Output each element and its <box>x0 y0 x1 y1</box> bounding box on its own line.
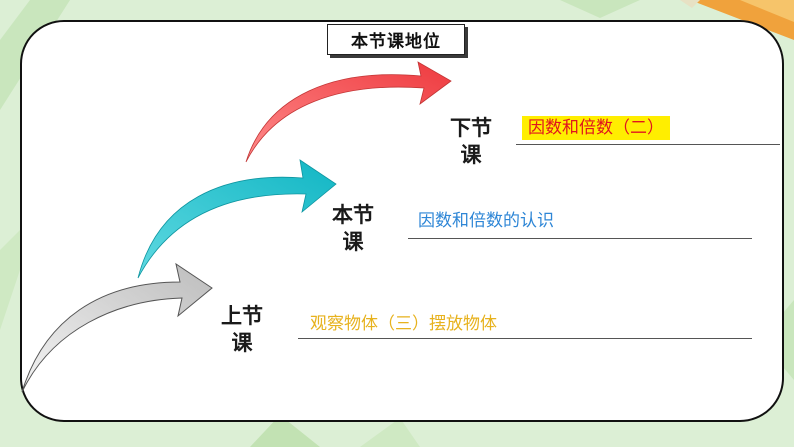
current-lesson-topic: 因数和倍数的认识 <box>418 211 554 231</box>
leaf-shape <box>250 415 320 447</box>
previous-lesson-label-line1: 上节 <box>221 304 263 328</box>
section-title: 本节课地位 <box>351 32 441 52</box>
next-lesson-arrow <box>245 61 452 163</box>
next-lesson-underline <box>516 144 780 145</box>
current-lesson-arrow <box>137 159 337 279</box>
leaf-shape <box>360 418 420 447</box>
current-lesson-underline <box>408 238 752 239</box>
leaf-shape <box>560 0 640 18</box>
next-lesson-label-line1: 下节 <box>450 116 492 140</box>
previous-lesson-topic: 观察物体（三）摆放物体 <box>310 314 497 334</box>
next-lesson-label-line2: 课 <box>460 143 482 167</box>
section-title-box: 本节课地位 <box>327 24 465 55</box>
previous-lesson-label: 上节 课 <box>217 303 267 357</box>
previous-lesson-label-line2: 课 <box>231 331 253 355</box>
previous-lesson-arrow <box>21 262 213 393</box>
current-lesson-label-line1: 本节 <box>332 203 374 227</box>
current-lesson-label: 本节 课 <box>328 202 378 256</box>
current-lesson-label-line2: 课 <box>342 230 364 254</box>
previous-lesson-underline <box>298 338 752 339</box>
next-lesson-topic: 因数和倍数（二） <box>522 116 670 140</box>
next-lesson-label: 下节 课 <box>446 115 496 169</box>
